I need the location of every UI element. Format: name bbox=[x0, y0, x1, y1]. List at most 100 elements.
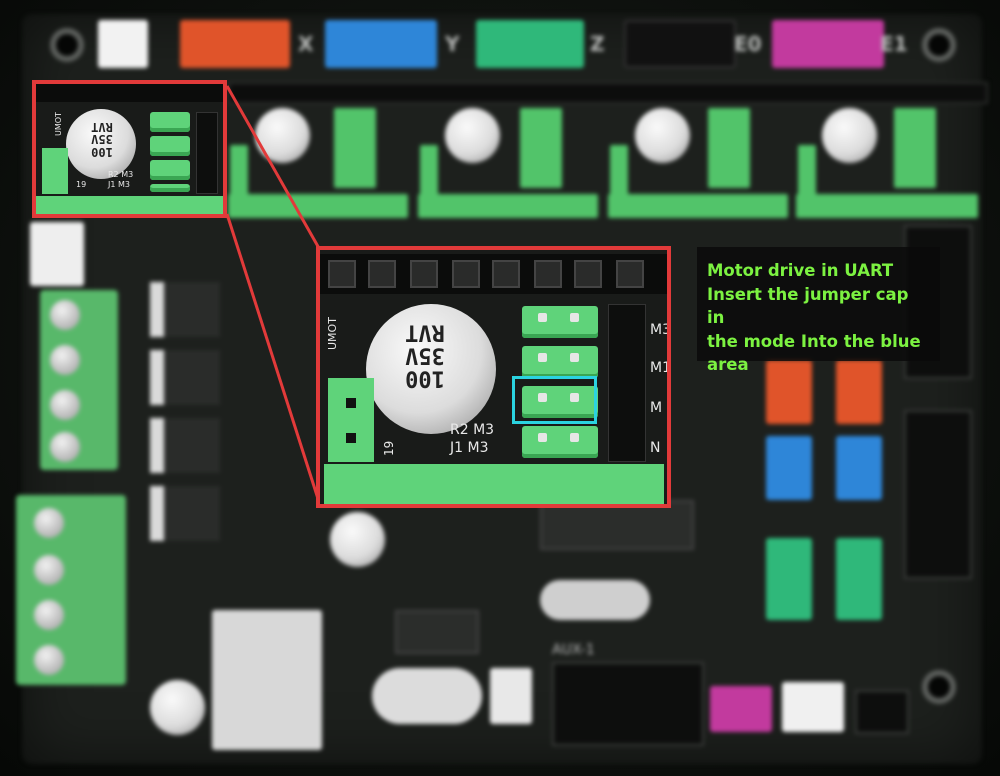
pin-header bbox=[36, 84, 223, 102]
silk-umot: UMOT bbox=[54, 112, 63, 136]
side-pins bbox=[196, 112, 218, 194]
jumper-block bbox=[520, 108, 562, 188]
motor-z-connector bbox=[476, 20, 584, 68]
jumper-m3 bbox=[522, 306, 598, 338]
endstop-connector bbox=[836, 538, 882, 620]
small-chip bbox=[395, 610, 479, 654]
side-label-m3: M3 bbox=[650, 322, 671, 338]
green-pins bbox=[42, 148, 68, 194]
screw bbox=[34, 508, 64, 538]
silk-r2m3: R2 M3 bbox=[108, 170, 134, 179]
uart-callout: Motor drive in UART Insert the jumper ca… bbox=[697, 247, 940, 374]
capacitor bbox=[330, 512, 385, 567]
driver-pin-strip bbox=[796, 194, 978, 218]
silk-umot: UMOT bbox=[326, 317, 339, 350]
aux-header bbox=[552, 662, 704, 746]
green-pin-strip bbox=[36, 196, 223, 214]
callout-line-3: the mode Into the blue bbox=[707, 331, 921, 351]
pin-header bbox=[320, 254, 667, 294]
mosfet bbox=[150, 350, 220, 405]
mount-hole bbox=[922, 28, 956, 62]
endstop-connector bbox=[766, 436, 812, 500]
zoom-inset-large: UMOT 100 35V RVT M3 M1 M N R2 M3 J1 M3 1… bbox=[316, 246, 671, 508]
uart-jumper-highlight bbox=[512, 376, 597, 424]
green-side-pins bbox=[328, 378, 374, 462]
pink-connector bbox=[710, 686, 772, 732]
crystal bbox=[540, 580, 650, 620]
driver-pin-strip bbox=[228, 194, 408, 218]
silk-19: 19 bbox=[382, 440, 396, 456]
jumper-m1 bbox=[522, 386, 598, 418]
driver-side-pins bbox=[798, 145, 816, 195]
terminal-block bbox=[16, 495, 126, 685]
screw bbox=[50, 345, 80, 375]
driver-side-pins bbox=[610, 145, 628, 195]
usb-port bbox=[212, 610, 322, 750]
reset-button bbox=[490, 668, 532, 724]
cap-line: 100 bbox=[405, 365, 445, 391]
exp-header bbox=[904, 410, 972, 579]
capacitor bbox=[635, 108, 690, 163]
capacitor bbox=[150, 680, 205, 735]
axis-label-x: X bbox=[298, 32, 314, 56]
silk-j1m3: J1 M3 bbox=[108, 180, 130, 189]
axis-label-e1: E1 bbox=[880, 32, 908, 56]
screw bbox=[50, 300, 80, 330]
mosfet bbox=[150, 282, 220, 337]
screw bbox=[34, 600, 64, 630]
screw bbox=[50, 390, 80, 420]
cap-line: 35V bbox=[91, 132, 113, 147]
cap-line: 100 bbox=[91, 144, 113, 159]
jumper-block bbox=[334, 108, 376, 188]
driver-side-pins bbox=[230, 145, 248, 195]
side-label-m: M bbox=[650, 400, 663, 416]
capacitor bbox=[366, 304, 496, 434]
cap-line: RVT bbox=[91, 119, 113, 134]
silk-r2m3: R2 M3 bbox=[450, 422, 495, 438]
capacitor-text: 100 35V RVT bbox=[82, 119, 122, 159]
motor-y-connector bbox=[325, 20, 437, 68]
power-plug bbox=[30, 222, 84, 286]
mosfet bbox=[150, 418, 220, 473]
silk-j1m3: J1 M3 bbox=[450, 440, 489, 456]
screw bbox=[34, 555, 64, 585]
capacitor bbox=[445, 108, 500, 163]
screw bbox=[34, 645, 64, 675]
jumper bbox=[150, 136, 190, 156]
capacitor bbox=[66, 109, 136, 179]
crystal bbox=[372, 668, 482, 724]
jumper bbox=[150, 112, 190, 132]
cap-line: RVT bbox=[405, 319, 445, 345]
driver-side-pins bbox=[420, 145, 438, 195]
axis-label-y: Y bbox=[445, 32, 460, 56]
side-label-n: N bbox=[650, 440, 661, 456]
jumper-block bbox=[708, 108, 750, 188]
cap-line: 35V bbox=[405, 342, 445, 368]
driver-header-row bbox=[228, 82, 988, 104]
mosfet bbox=[150, 486, 220, 541]
motor-x-connector bbox=[180, 20, 290, 68]
white-connector bbox=[782, 682, 844, 732]
axis-label-e0: E0 bbox=[734, 32, 762, 56]
jumper-uart bbox=[522, 426, 598, 458]
endstop-connector bbox=[766, 360, 812, 424]
axis-label-z: Z bbox=[590, 32, 605, 56]
capacitor-text: 100 35V RVT bbox=[390, 319, 460, 391]
small-header bbox=[855, 690, 909, 734]
silk-19: 19 bbox=[76, 180, 87, 189]
jumper bbox=[150, 184, 190, 192]
motor-e1-connector bbox=[772, 20, 884, 68]
endstop-connector bbox=[766, 538, 812, 620]
callout-line-4: area bbox=[707, 355, 749, 374]
white-connector bbox=[98, 20, 148, 68]
side-pin-header bbox=[608, 304, 646, 462]
screw bbox=[50, 432, 80, 462]
driver-pin-strip bbox=[608, 194, 788, 218]
aux-label: AUX-1 bbox=[552, 642, 595, 658]
callout-line-1: Motor drive in UART bbox=[707, 261, 894, 280]
zoom-inset-small: UMOT 100 35V RVT R2 M3 J1 M3 19 bbox=[32, 80, 227, 218]
jumper-block bbox=[894, 108, 936, 188]
endstop-connector bbox=[836, 436, 882, 500]
jumper bbox=[150, 160, 190, 180]
